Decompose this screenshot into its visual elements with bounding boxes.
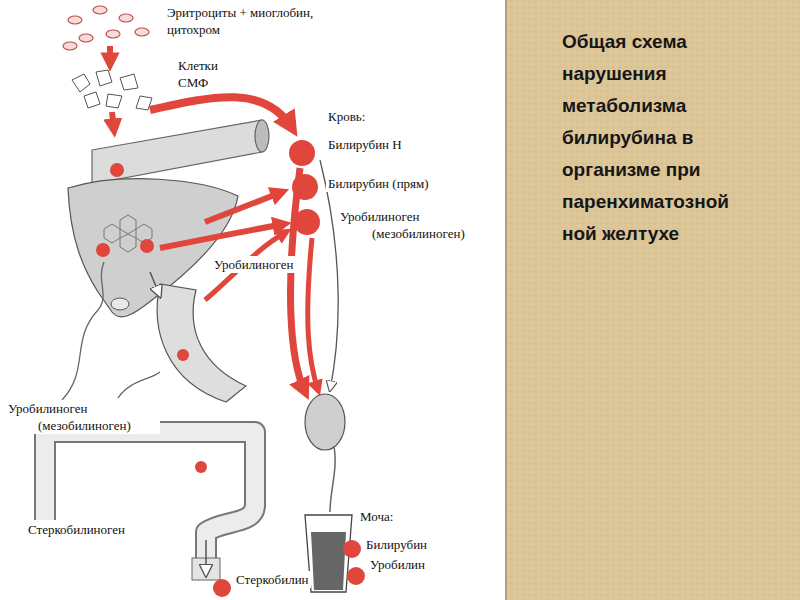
label: Уробилиноген [212,256,295,273]
label: Моча: [358,508,395,525]
label: Билирубин Н [326,136,404,153]
label: Стеркобилин [234,571,311,588]
label: Клетки СМФ [176,57,232,91]
label: Билирубин (прям) [326,175,431,192]
slide-title: Общая схема нарушения метаболизма билиру… [562,26,754,250]
label: Билирубин [364,536,429,553]
label: Эритроциты + миоглобин, цитохром [165,4,369,38]
label: Уробилин [368,556,427,573]
label: Стеркобилиноген [26,521,127,538]
label: Кровь: [326,108,367,125]
label: Уробилиноген (мезобилиноген) [6,400,160,434]
label: Уробилиноген (мезобилиноген) [338,208,494,242]
